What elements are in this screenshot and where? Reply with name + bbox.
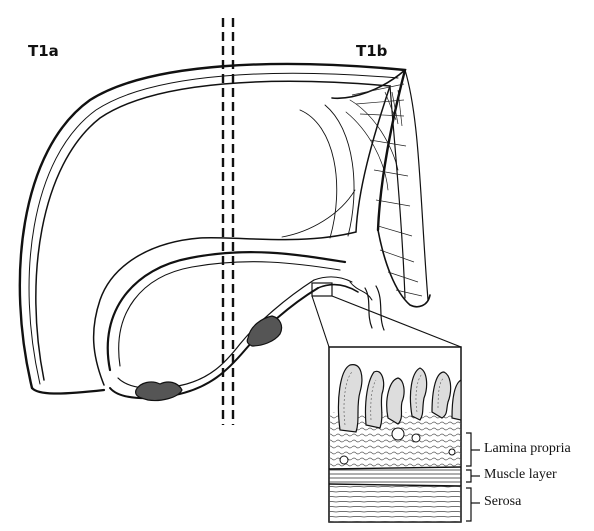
layer-label-muscle: Muscle layer [484,467,557,483]
layer-label-lamina-propria: Lamina propria [484,441,571,457]
tumor-right [247,316,281,346]
layer-label-serosa: Serosa [484,494,521,510]
stage-label-t1b: T1b [356,42,387,60]
histology-inset [329,347,461,522]
stage-label-t1a: T1a [28,42,59,60]
gallbladder-outline [20,64,430,394]
tumor-left [136,382,182,401]
layer-brackets [466,433,480,521]
